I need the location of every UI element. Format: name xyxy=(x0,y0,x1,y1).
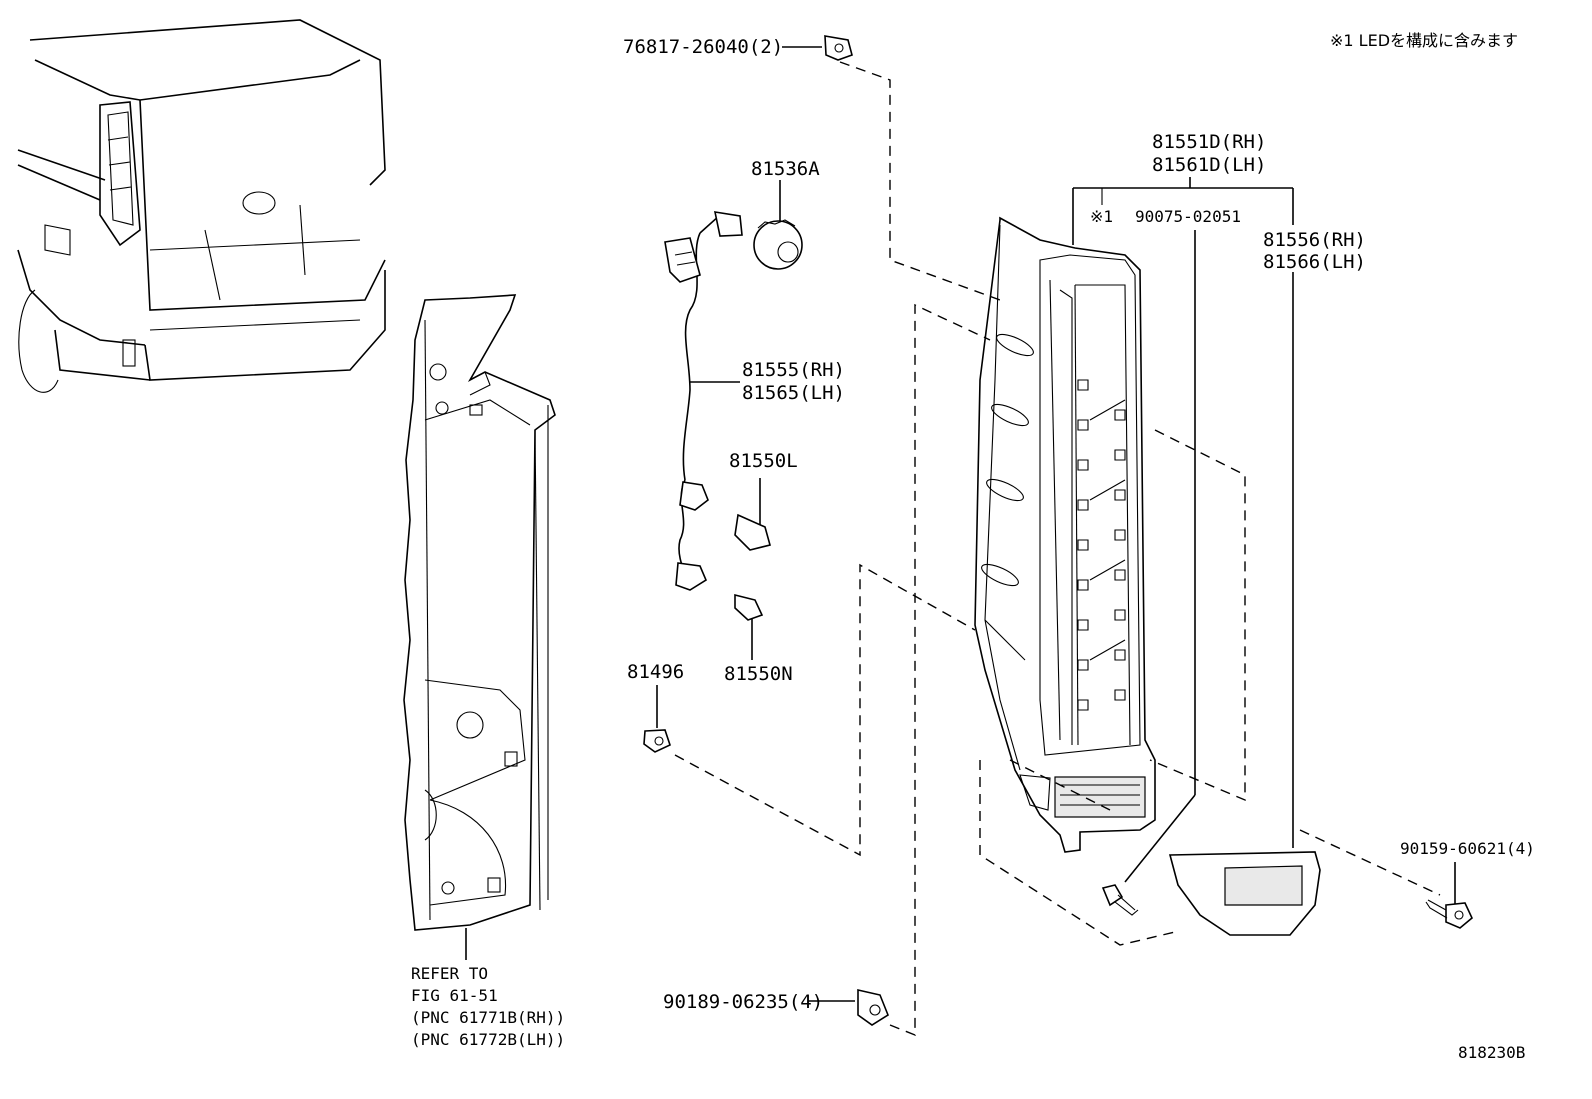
label-81565: 81565(LH) xyxy=(742,382,845,404)
label-76817: 76817-26040(2) xyxy=(623,36,783,58)
refer-line2: FIG 61-51 xyxy=(411,986,498,1005)
nut-90189 xyxy=(808,303,991,1037)
label-81555: 81555(RH) xyxy=(742,359,845,381)
screw-90159 xyxy=(1425,862,1473,929)
refer-line4: (PNC 61772B(LH)) xyxy=(411,1030,565,1049)
label-screw-mark: ※1 xyxy=(1090,207,1113,226)
garnish-lens xyxy=(1168,851,1321,936)
grommet-81496 xyxy=(643,563,976,857)
refer-line3: (PNC 61771B(RH)) xyxy=(411,1008,565,1027)
socket-81536A xyxy=(753,180,803,270)
lamp-guide-lines xyxy=(979,429,1441,946)
label-81496: 81496 xyxy=(627,661,684,683)
label-81550L: 81550L xyxy=(729,450,798,472)
label-81551D: 81551D(RH) xyxy=(1152,131,1266,153)
label-90189: 90189-06235(4) xyxy=(663,991,823,1013)
wire-harness xyxy=(664,211,743,591)
rear-combination-lamp xyxy=(974,216,1156,853)
led-segments xyxy=(1077,379,1126,711)
refer-line1: REFER TO xyxy=(411,964,488,983)
body-panel-illustration xyxy=(403,294,556,960)
clip-76817 xyxy=(782,35,1001,301)
figure-id: 818230B xyxy=(1458,1043,1525,1062)
label-81536A: 81536A xyxy=(751,158,820,180)
label-81561D: 81561D(LH) xyxy=(1152,154,1266,176)
label-81556: 81556(RH) xyxy=(1263,229,1366,251)
screw-90075 xyxy=(1101,884,1139,916)
note-led: ※1 LEDを構成に含みます xyxy=(1330,31,1518,50)
label-81566: 81566(LH) xyxy=(1263,251,1366,273)
label-90075: 90075-02051 xyxy=(1135,207,1241,226)
bulb-81550L xyxy=(734,478,771,551)
vehicle-rear-illustration xyxy=(17,19,386,393)
lamp-callout-lines xyxy=(1072,177,1294,883)
label-81550N: 81550N xyxy=(724,663,793,685)
label-90159: 90159-60621(4) xyxy=(1400,839,1535,858)
bulb-81550N xyxy=(734,593,764,660)
